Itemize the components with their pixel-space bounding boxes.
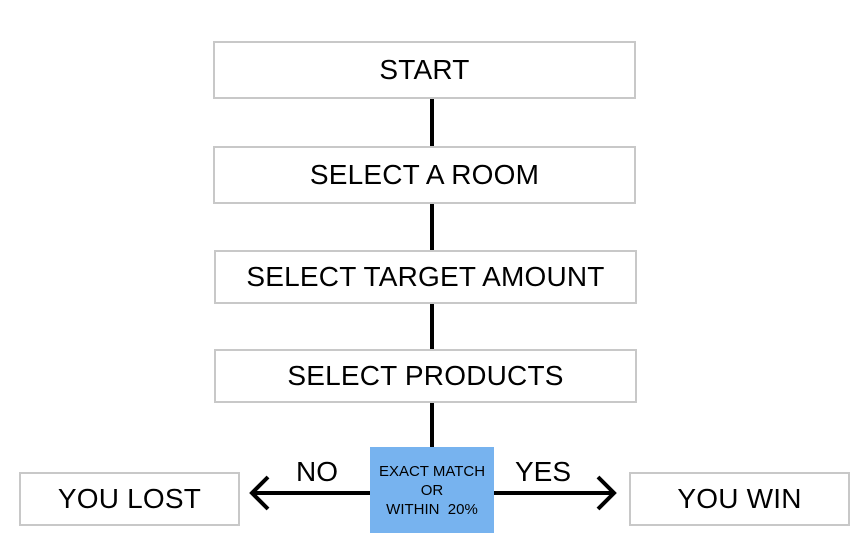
select-products-step-label: SELECT PRODUCTS [287, 360, 564, 391]
you-lost-outcome-label: YOU LOST [57, 483, 202, 514]
no-arrowhead-icon [249, 475, 270, 511]
decision-line-1: EXACT MATCH [378, 462, 486, 480]
start-step: START [213, 41, 636, 99]
you-lost-outcome: YOU LOST [19, 472, 240, 526]
select-room-step: SELECT A ROOM [213, 146, 636, 204]
yes-arrowhead-icon [596, 475, 617, 511]
yes-branch-label: YES [515, 456, 572, 487]
select-room-step-label: SELECT A ROOM [309, 159, 540, 190]
start-step-label: START [379, 54, 470, 85]
select-products-step: SELECT PRODUCTS [214, 349, 637, 403]
select-target-step: SELECT TARGET AMOUNT [214, 250, 637, 304]
select-target-step-label: SELECT TARGET AMOUNT [246, 261, 605, 292]
decision-line-2: OR [420, 481, 444, 499]
you-win-outcome: YOU WIN [629, 472, 850, 526]
you-win-outcome-label: YOU WIN [677, 483, 802, 514]
decision-node: EXACT MATCH OR WITHIN 20% [370, 447, 494, 533]
decision-line-3: WITHIN 20% [386, 500, 478, 518]
no-branch-label: NO [296, 456, 338, 487]
